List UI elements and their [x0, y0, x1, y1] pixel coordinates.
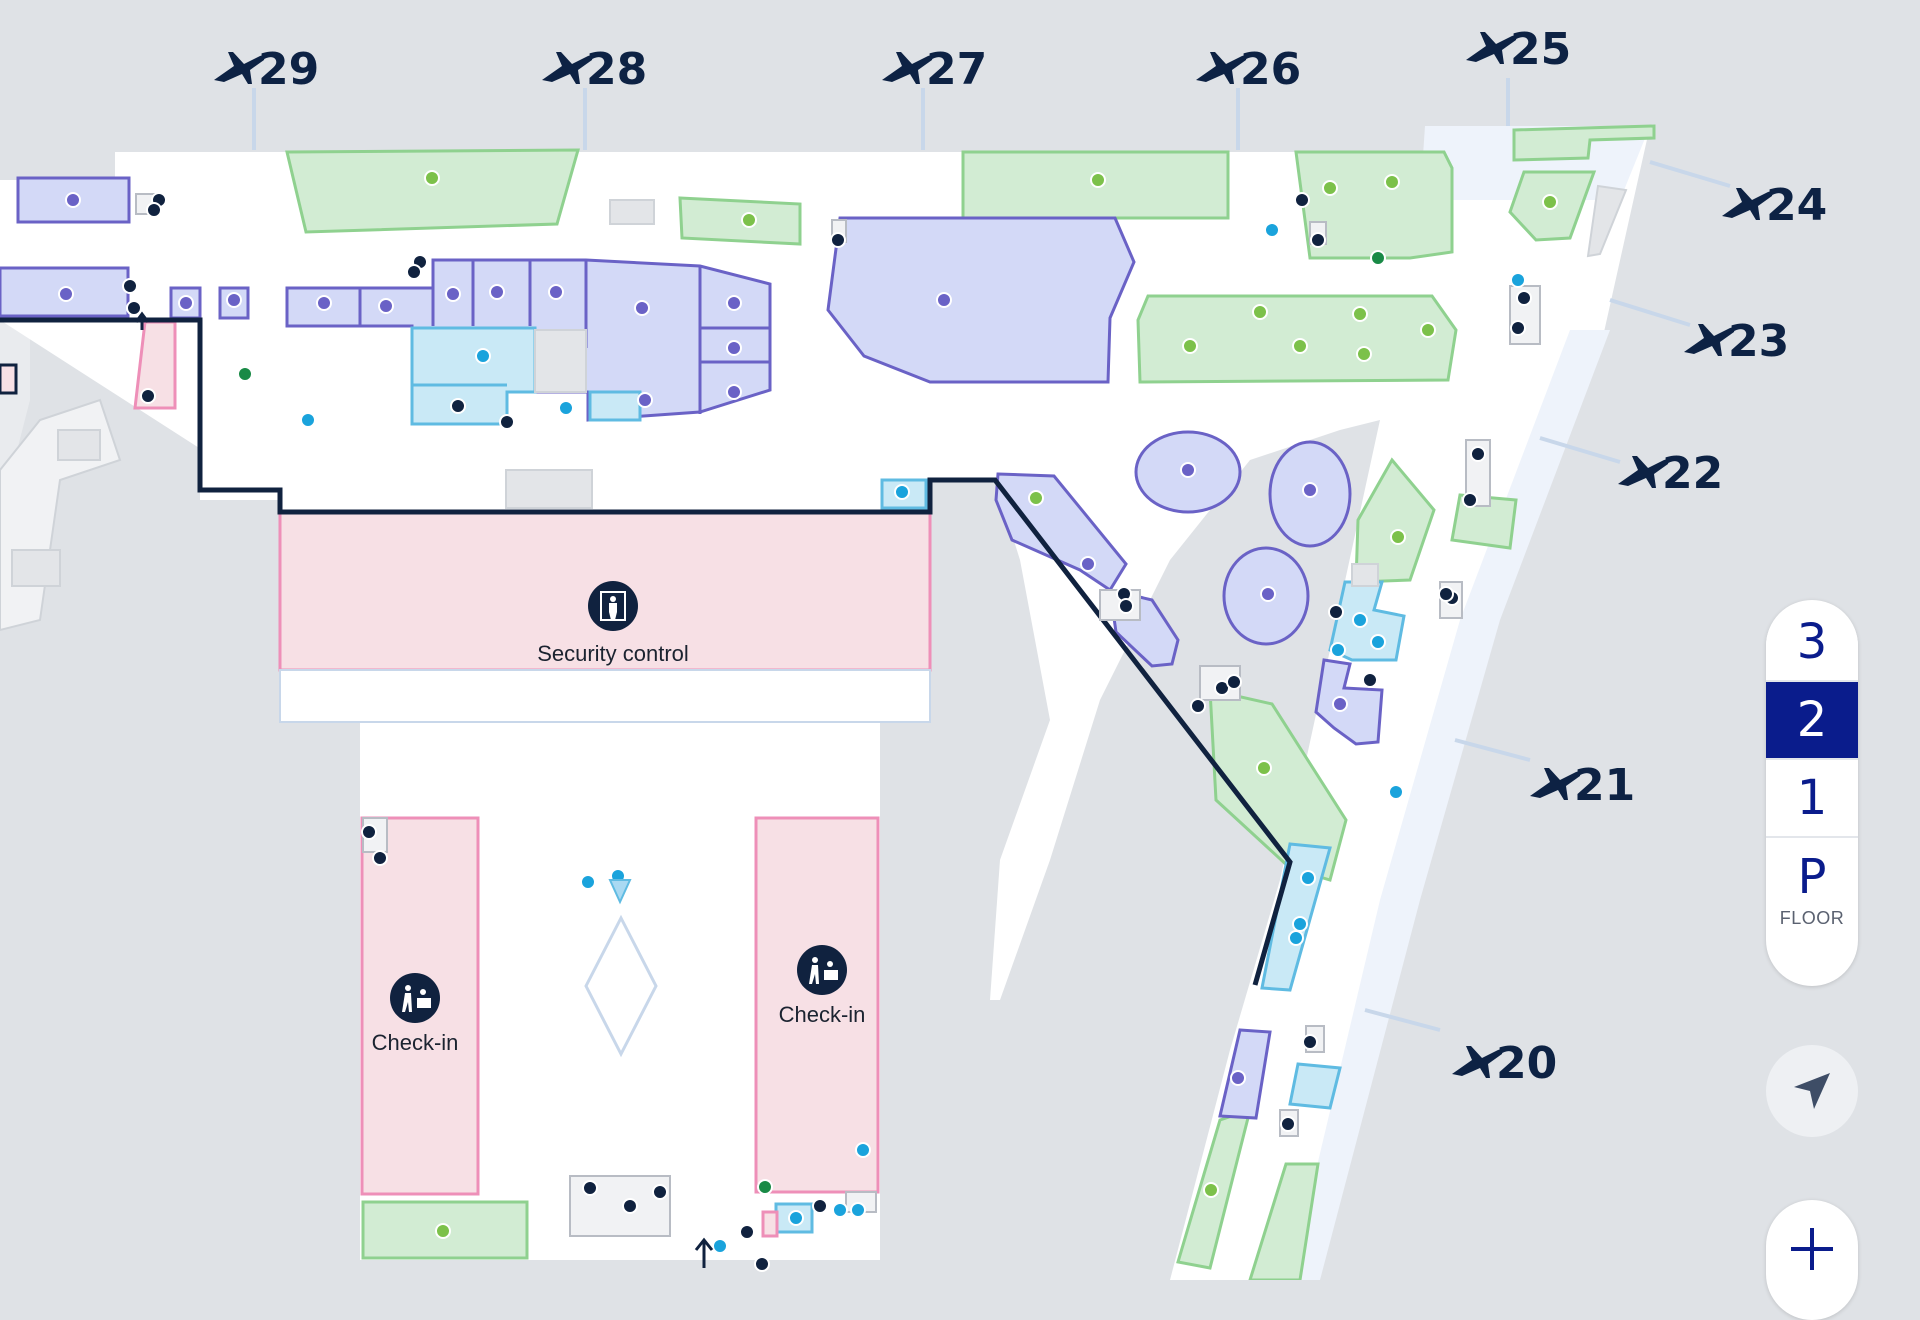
shop-points — [58, 192, 1348, 1086]
gate-26[interactable]: 26 — [1196, 44, 1301, 95]
gate-number: 27 — [926, 44, 987, 95]
gate-number: 28 — [586, 44, 647, 95]
floor-caption: FLOOR — [1779, 908, 1845, 928]
gate-number: 20 — [1496, 1038, 1557, 1089]
gate-number: 21 — [1574, 760, 1635, 811]
floor-selector: 3 2 1 P FLOOR — [1766, 600, 1858, 986]
lower-hall — [279, 669, 931, 1058]
gate-25[interactable]: 25 — [1466, 24, 1571, 75]
gate-27[interactable]: 27 — [882, 44, 987, 95]
gate-28[interactable]: 28 — [542, 44, 647, 95]
checkin-icon — [797, 945, 847, 995]
floor-3-button[interactable]: 3 — [1766, 604, 1858, 682]
checkin-label: Check-in — [779, 1002, 866, 1027]
checkin-icon — [390, 973, 440, 1023]
checkin-label: Check-in — [372, 1030, 459, 1055]
navigation-arrow-icon — [1794, 1073, 1830, 1109]
plus-icon — [1791, 1228, 1833, 1270]
terminal-map[interactable]: 29 28 27 26 25 24 23 22 — [0, 0, 1920, 1280]
security-boundary-line — [0, 317, 1293, 986]
gate-21[interactable]: 21 — [1530, 760, 1635, 811]
entrance-arrow-icon — [134, 311, 714, 1268]
gate-number: 26 — [1240, 44, 1301, 95]
left-building-stubs — [0, 320, 122, 632]
gate-labels: 29 28 27 26 25 24 23 22 — [214, 24, 1827, 1089]
gate-29[interactable]: 29 — [214, 44, 319, 95]
checkin-right-marker[interactable]: Check-in — [779, 945, 866, 1027]
gate-22[interactable]: 22 — [1618, 448, 1723, 499]
gate-connectors — [252, 78, 1731, 1032]
floor-p-button[interactable]: P — [1766, 838, 1858, 916]
gate-number: 22 — [1662, 448, 1723, 499]
checkin-zone-right — [754, 816, 880, 1194]
facility-points — [122, 192, 1532, 1272]
gate-number: 23 — [1728, 316, 1789, 367]
dark-green-points — [237, 250, 1386, 1195]
green-points — [424, 170, 1558, 1239]
poi-markers — [58, 170, 1558, 1272]
floor-2-button[interactable]: 2 — [1766, 682, 1858, 760]
gate-24[interactable]: 24 — [1722, 180, 1827, 231]
current-location-marker — [608, 879, 632, 905]
gate-number: 29 — [258, 44, 319, 95]
security-control-marker[interactable]: Security control — [537, 581, 689, 666]
gate-20[interactable]: 20 — [1452, 1038, 1557, 1089]
gate-number: 24 — [1766, 180, 1827, 231]
checkin-left-marker[interactable]: Check-in — [372, 973, 459, 1055]
gate-23[interactable]: 23 — [1684, 316, 1789, 367]
locate-me-button[interactable] — [1766, 1045, 1858, 1137]
zoom-in-button[interactable] — [1766, 1200, 1858, 1320]
security-control-label: Security control — [537, 641, 689, 666]
floor-1-button[interactable]: 1 — [1766, 760, 1858, 838]
closed-areas — [505, 184, 1628, 587]
gate-number: 25 — [1510, 24, 1571, 75]
